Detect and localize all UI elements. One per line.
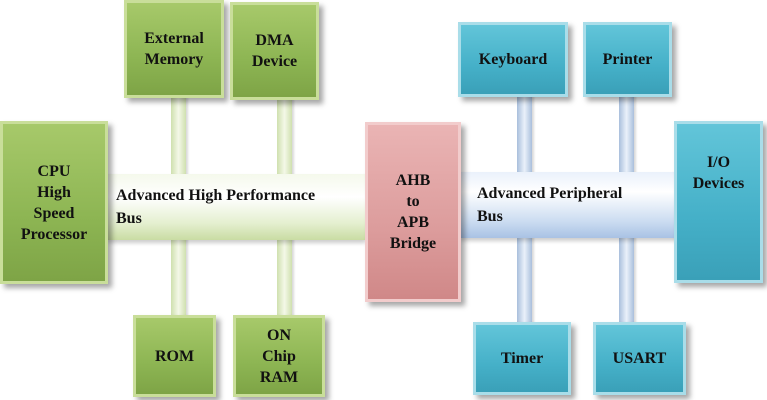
- printer-block: Printer: [583, 22, 672, 97]
- connector-timer: [517, 236, 532, 324]
- timer-block: Timer: [473, 322, 571, 395]
- connector-external-memory: [171, 97, 186, 177]
- usart-block: USART: [593, 322, 686, 395]
- connector-keyboard: [517, 96, 532, 176]
- ahb-bus: Advanced High Performance Bus: [108, 174, 366, 240]
- ahb-to-apb-bridge: AHB to APB Bridge: [365, 122, 461, 302]
- connector-on-chip-ram: [277, 238, 292, 318]
- apb-bus: Advanced Peripheral Bus: [461, 172, 679, 238]
- on-chip-ram-block: ON Chip RAM: [233, 315, 325, 397]
- rom-block: ROM: [133, 315, 216, 397]
- io-devices-block: I/O Devices: [674, 121, 763, 283]
- connector-usart: [619, 236, 634, 324]
- connector-printer: [619, 96, 634, 176]
- connector-rom: [171, 238, 186, 318]
- external-memory-block: External Memory: [124, 0, 224, 98]
- connector-dma-device: [277, 97, 292, 177]
- keyboard-block: Keyboard: [458, 22, 568, 97]
- dma-device-block: DMA Device: [230, 2, 319, 100]
- cpu-block: CPU High Speed Processor: [0, 121, 108, 284]
